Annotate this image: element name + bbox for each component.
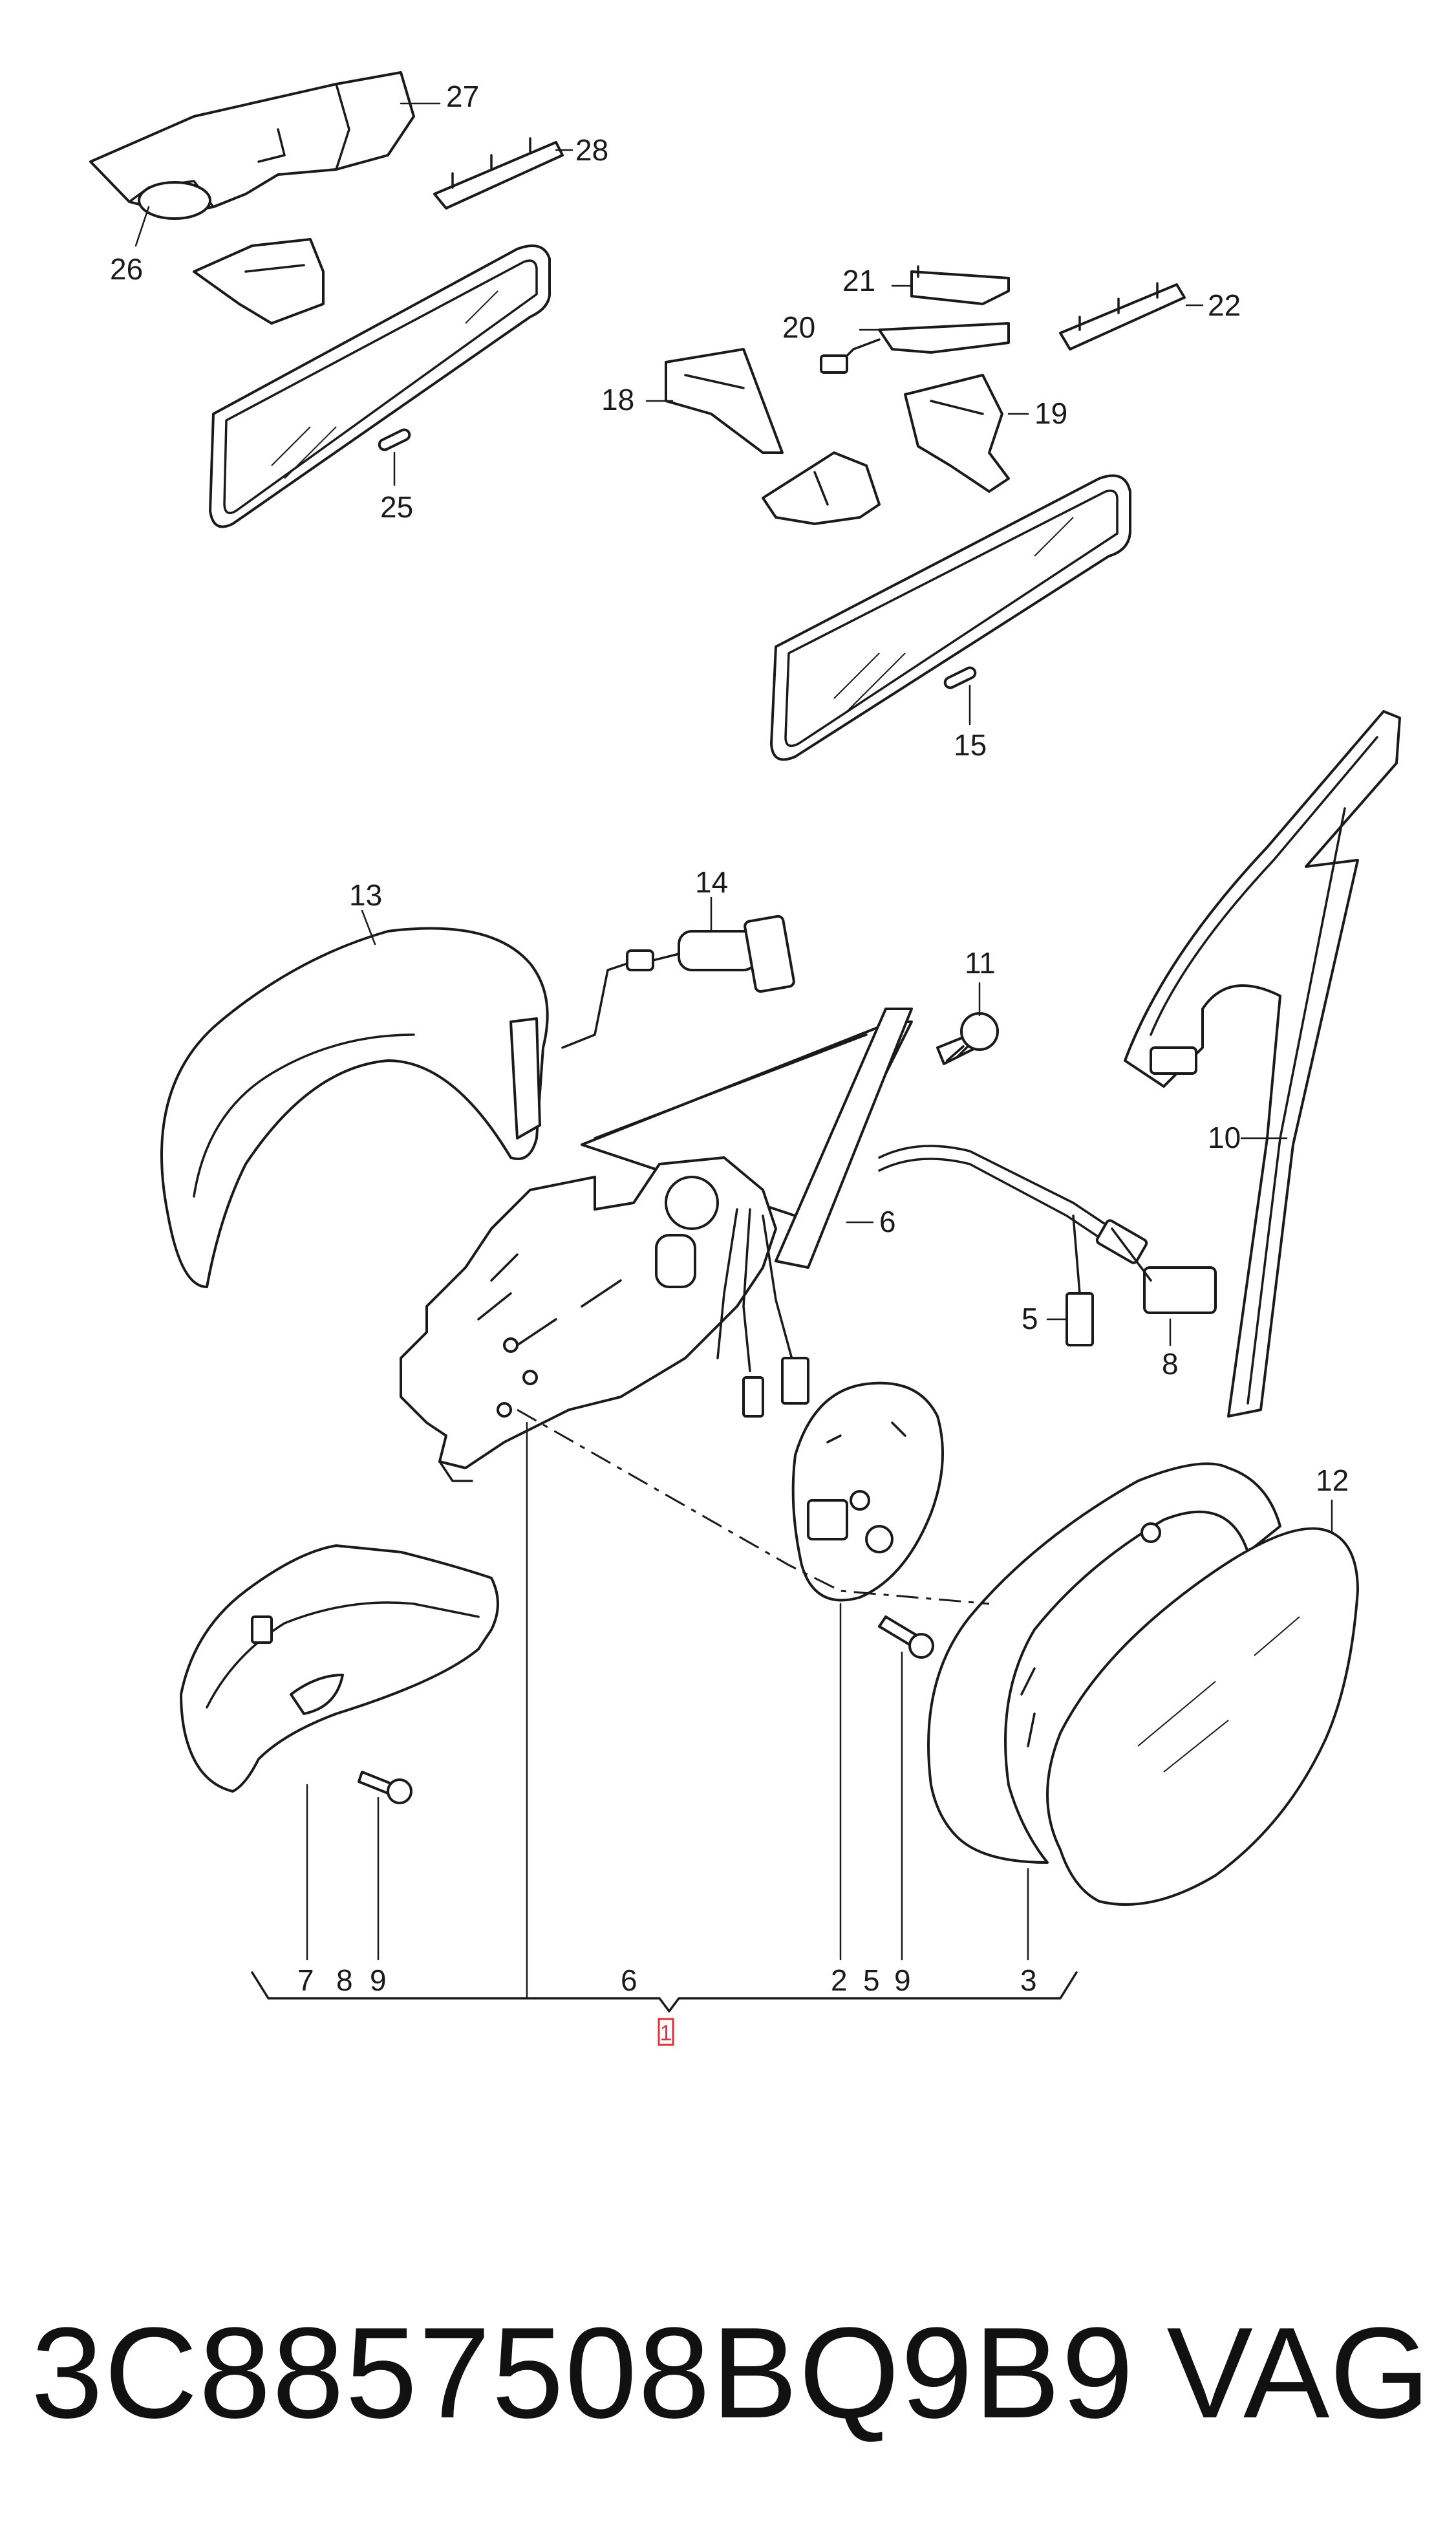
cover-19 [904, 374, 1010, 493]
callout-26: 26 [110, 252, 143, 286]
interior-mirror-15 [770, 474, 1131, 761]
footer: 3C8857508BQ9B9 VAG [0, 2289, 1456, 2457]
assembly-7: 7 [297, 1963, 314, 1997]
callout-12: 12 [1316, 1463, 1349, 1497]
bolt-11 [936, 1012, 999, 1065]
alignment-line [517, 1409, 990, 1605]
brand-label: VAG [1166, 2301, 1430, 2445]
lower-cover-7 [180, 1544, 499, 1793]
callout-28: 28 [575, 133, 608, 167]
assembly-bracket [251, 1971, 1078, 2013]
assembly-label-1: 1 [660, 2021, 672, 2046]
callout-19: 19 [1034, 396, 1067, 430]
turn-signal-bulb-14 [561, 914, 795, 1049]
mirror-glass-12 [1046, 1527, 1359, 1906]
part-number: 3C8857508BQ9B9 [31, 2301, 1135, 2445]
assembly-2: 2 [831, 1963, 848, 1997]
mirror-mount-cover-upper [193, 238, 325, 325]
clip-22 [1059, 282, 1186, 351]
bracket-21 [910, 265, 1010, 305]
cover-18 [665, 348, 784, 454]
callout-13: 13 [349, 878, 382, 912]
callout-labels: 27 28 26 25 21 22 20 18 19 15 13 14 11 1… [110, 80, 1349, 1497]
interior-mirror-cover-26-27 [89, 71, 415, 220]
callout-15: 15 [954, 728, 987, 762]
callout-10: 10 [1208, 1121, 1241, 1154]
assembly-row-labels: 7 8 9 6 2 5 9 3 [297, 1963, 1037, 1997]
mirror-frame-6 [400, 1156, 777, 1482]
screw-9-right [878, 1615, 934, 1659]
callout-11: 11 [965, 946, 996, 980]
mirror-mount-lower [762, 451, 881, 525]
assembly-5: 5 [863, 1963, 880, 1997]
callout-20: 20 [782, 310, 815, 344]
callout-21: 21 [842, 264, 875, 297]
callout-18: 18 [601, 383, 634, 416]
assembly-8: 8 [336, 1963, 353, 1997]
callout-25: 25 [380, 490, 413, 524]
leader-lines [134, 102, 1333, 2000]
assembly-9-right: 9 [894, 1963, 911, 1997]
housing-3 [927, 1462, 1281, 1864]
sensor-wiring-20 [820, 322, 1010, 374]
callout-6: 6 [879, 1205, 896, 1238]
mirror-clip-28 [433, 137, 564, 210]
interior-mirror-25 [209, 244, 551, 528]
assembly-6: 6 [621, 1963, 637, 1997]
assembly-label-box: 1 [658, 2018, 674, 2046]
wiring-harness-5-8 [716, 1145, 1217, 1418]
callout-14: 14 [695, 865, 728, 899]
callout-27: 27 [446, 80, 479, 113]
callout-5: 5 [1022, 1302, 1038, 1335]
screw-9-left [358, 1771, 412, 1804]
mirror-cap-13 [160, 927, 549, 1288]
callout-8: 8 [1162, 1347, 1179, 1381]
motor-unit-2 [791, 1381, 944, 1602]
assembly-3: 3 [1020, 1963, 1037, 1997]
assembly-9-left: 9 [370, 1963, 387, 1997]
callout-22: 22 [1208, 288, 1241, 322]
